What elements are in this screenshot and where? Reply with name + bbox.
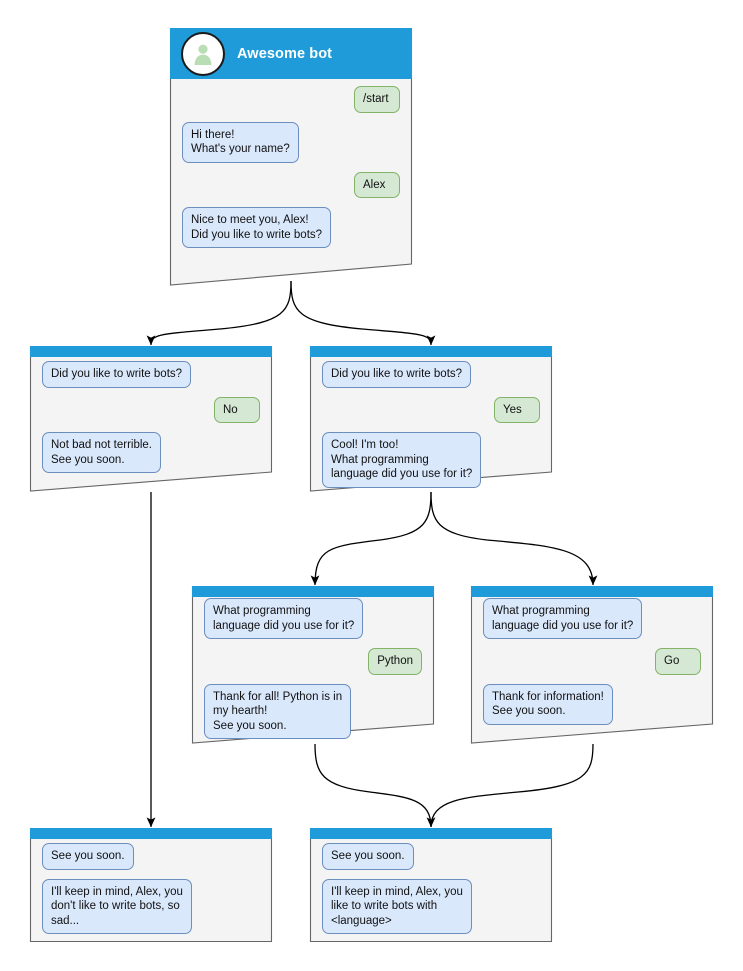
message-row: /start xyxy=(182,86,400,113)
message-row: See you soon. xyxy=(322,843,540,870)
bot-message[interactable]: Nice to meet you, Alex! Did you like to … xyxy=(182,207,332,248)
message-row: Not bad not terrible. See you soon. xyxy=(42,432,260,473)
user-message[interactable]: Go xyxy=(655,648,701,675)
connector-yes-to-python xyxy=(310,491,432,586)
message-row: What programming language did you use fo… xyxy=(483,598,701,639)
message-row: See you soon. xyxy=(42,843,260,870)
connector-root-to-yes xyxy=(290,280,436,346)
card-go-branch-header xyxy=(471,586,713,597)
message-row: Hi there! What's your name? xyxy=(182,121,400,163)
user-message[interactable]: /start xyxy=(354,86,400,113)
connector-python-to-end xyxy=(314,743,432,828)
message-row: Alex xyxy=(182,171,400,198)
user-message[interactable]: Python xyxy=(368,648,422,675)
bot-message[interactable]: See you soon. xyxy=(322,843,414,870)
card-python-branch[interactable]: What programming language did you use fo… xyxy=(191,585,435,744)
bot-message[interactable]: What programming language did you use fo… xyxy=(204,598,364,639)
connector-root-to-no xyxy=(146,280,292,346)
bot-message[interactable]: See you soon. xyxy=(42,843,134,870)
message-row: Python xyxy=(204,648,422,675)
user-message[interactable]: Alex xyxy=(354,171,400,198)
bot-title: Awesome bot xyxy=(237,45,333,62)
message-row: Did you like to write bots? xyxy=(42,361,260,388)
bot-message[interactable]: I'll keep in mind, Alex, you don't like … xyxy=(42,878,192,934)
card-go-branch[interactable]: What programming language did you use fo… xyxy=(470,585,714,744)
bot-message[interactable]: Thank for all! Python is in my hearth! S… xyxy=(204,683,352,739)
card-end-yes-header xyxy=(310,828,552,839)
connector-yes-to-go xyxy=(430,491,598,586)
person-icon xyxy=(181,31,225,76)
message-row: Nice to meet you, Alex! Did you like to … xyxy=(182,207,400,248)
message-row: Did you like to write bots? xyxy=(322,361,540,388)
card-yes-branch-messages: Did you like to write bots? Yes Cool! I'… xyxy=(310,361,552,497)
bot-message[interactable]: Not bad not terrible. See you soon. xyxy=(42,432,162,473)
card-go-branch-messages: What programming language did you use fo… xyxy=(471,598,713,734)
card-end-no-messages: See you soon. I'll keep in mind, Alex, y… xyxy=(30,843,272,943)
bot-message[interactable]: Did you like to write bots? xyxy=(322,361,472,388)
card-yes-branch[interactable]: Did you like to write bots? Yes Cool! I'… xyxy=(309,345,553,492)
user-message[interactable]: Yes xyxy=(494,396,540,423)
bot-message[interactable]: Did you like to write bots? xyxy=(42,361,192,388)
card-root-header: Awesome bot xyxy=(170,28,412,79)
message-row: Thank for information! See you soon. xyxy=(483,683,701,725)
connector-go-to-end xyxy=(426,743,594,828)
message-row: Thank for all! Python is in my hearth! S… xyxy=(204,683,422,739)
message-row: Yes xyxy=(322,396,540,423)
card-python-branch-messages: What programming language did you use fo… xyxy=(192,598,434,748)
bot-message[interactable]: I'll keep in mind, Alex, you like to wri… xyxy=(322,878,472,934)
bot-message[interactable]: Cool! I'm too! What programming language… xyxy=(322,432,482,488)
card-end-yes-messages: See you soon. I'll keep in mind, Alex, y… xyxy=(310,843,552,943)
card-end-no[interactable]: See you soon. I'll keep in mind, Alex, y… xyxy=(29,827,273,943)
message-row: I'll keep in mind, Alex, you don't like … xyxy=(42,878,260,934)
bot-message[interactable]: Hi there! What's your name? xyxy=(182,121,299,163)
card-python-branch-header xyxy=(192,586,434,597)
message-row: What programming language did you use fo… xyxy=(204,598,422,639)
card-end-no-header xyxy=(30,828,272,839)
card-no-branch[interactable]: Did you like to write bots? No Not bad n… xyxy=(29,345,273,492)
message-row: I'll keep in mind, Alex, you like to wri… xyxy=(322,878,540,934)
user-message[interactable]: No xyxy=(214,396,260,423)
message-row: No xyxy=(42,396,260,423)
card-end-yes[interactable]: See you soon. I'll keep in mind, Alex, y… xyxy=(309,827,553,943)
card-no-branch-header xyxy=(30,346,272,357)
card-yes-branch-header xyxy=(310,346,552,357)
card-root[interactable]: Awesome bot /start Hi there! What's your… xyxy=(169,27,413,286)
bot-message[interactable]: Thank for information! See you soon. xyxy=(483,683,613,725)
card-no-branch-messages: Did you like to write bots? No Not bad n… xyxy=(30,361,272,482)
bot-message[interactable]: What programming language did you use fo… xyxy=(483,598,643,639)
card-root-messages: /start Hi there! What's your name? Alex … xyxy=(170,86,412,257)
message-row: Cool! I'm too! What programming language… xyxy=(322,432,540,488)
message-row: Go xyxy=(483,648,701,675)
